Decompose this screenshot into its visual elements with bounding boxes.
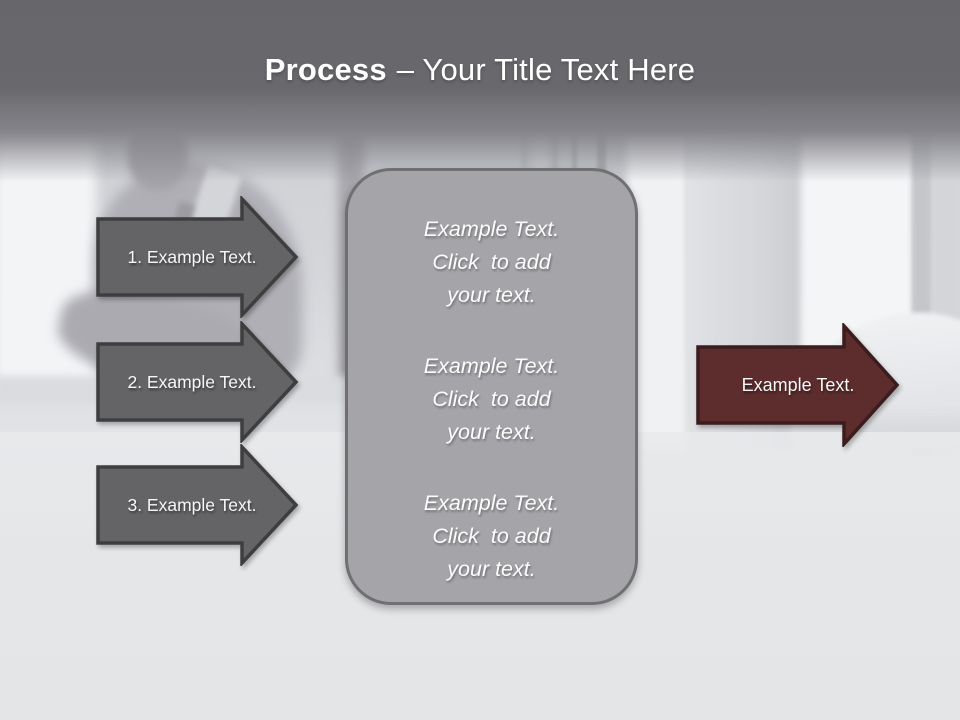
result-arrow[interactable]: Example Text.	[696, 323, 902, 447]
placeholder-text-block-2[interactable]: Example Text. Click to add your text.	[362, 350, 621, 449]
arrow-shape	[96, 321, 299, 443]
placeholder-text-block-3[interactable]: Example Text. Click to add your text.	[362, 487, 621, 586]
placeholder-line: Example Text.	[423, 217, 560, 241]
arrow-right-icon	[696, 323, 900, 447]
step-label: 2. Example Text.	[127, 371, 257, 392]
slide-title-rest: – Your Title Text Here	[396, 52, 696, 87]
arrow-shape	[696, 323, 900, 447]
header-band	[0, 0, 960, 182]
arrow-right-icon	[96, 321, 299, 443]
placeholder-line: Click to add	[432, 387, 551, 411]
arrow-right-icon	[96, 444, 299, 566]
step-label: 3. Example Text.	[127, 494, 257, 515]
placeholder-text-block-1[interactable]: Example Text. Click to add your text.	[362, 213, 621, 312]
process-step-arrow-3[interactable]: 3. Example Text.	[96, 444, 300, 566]
step-label: 1. Example Text.	[127, 246, 257, 267]
result-label: Example Text.	[741, 374, 855, 395]
placeholder-line: Click to add	[432, 524, 551, 548]
slide-title[interactable]: Process – Your Title Text Here	[0, 52, 960, 88]
placeholder-line: Click to add	[432, 250, 551, 274]
placeholder-line: Example Text.	[423, 354, 560, 378]
placeholder-line: your text.	[447, 420, 536, 444]
placeholder-line: your text.	[447, 557, 536, 581]
text-placeholder-panel[interactable]: Example Text. Click to add your text. Ex…	[345, 168, 638, 605]
arrow-shape	[96, 444, 299, 566]
slide-title-emphasis: Process	[264, 52, 387, 87]
placeholder-line: Example Text.	[423, 491, 560, 515]
arrow-shape	[96, 196, 299, 318]
process-step-arrow-2[interactable]: 2. Example Text.	[96, 321, 300, 443]
placeholder-line: your text.	[447, 283, 536, 307]
arrow-right-icon	[96, 196, 299, 318]
process-step-arrow-1[interactable]: 1. Example Text.	[96, 196, 300, 318]
